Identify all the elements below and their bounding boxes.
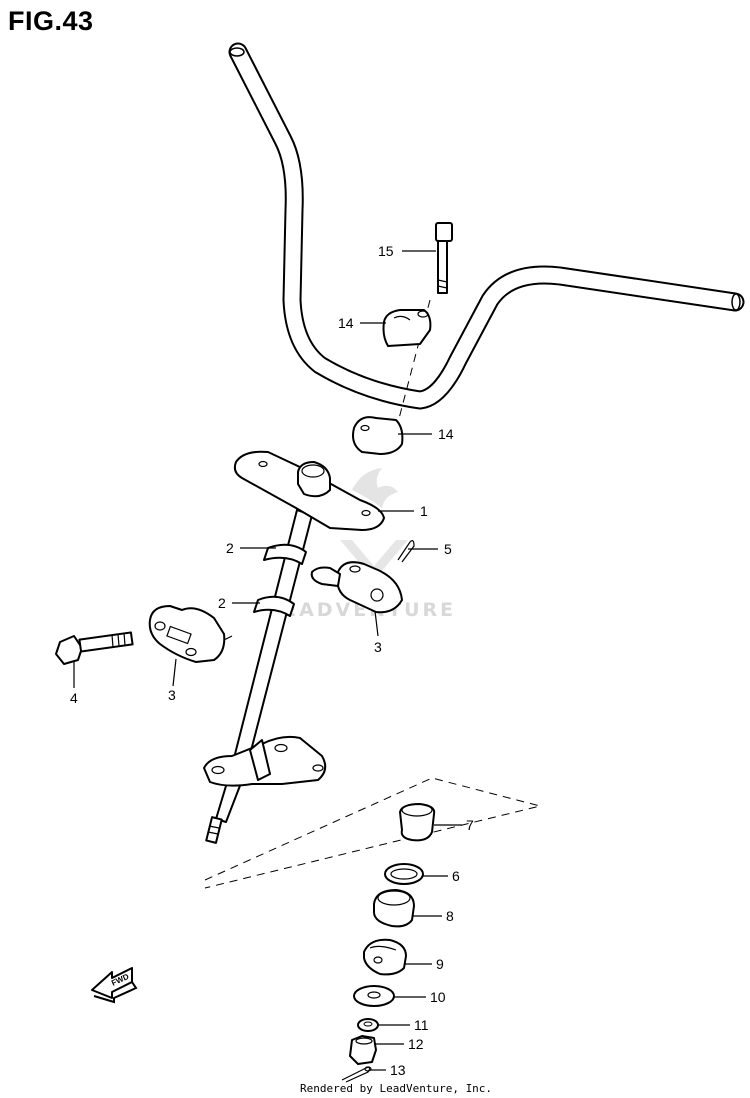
shaft-holder-left: [148, 605, 233, 663]
callout-12: 12: [408, 1036, 424, 1052]
callout-5: 5: [444, 541, 452, 557]
bushing: [399, 803, 436, 842]
handlebar: [228, 42, 745, 410]
callout-11: 11: [414, 1017, 429, 1033]
steering-shaft: [205, 509, 313, 844]
callout-10: 10: [430, 989, 446, 1005]
holder-bolt: [55, 631, 134, 665]
callout-7: 7: [466, 817, 474, 833]
lower-bushing: [373, 889, 415, 928]
lower-seal-ring: [253, 595, 295, 617]
watermark-text: LEADVENTURE: [268, 599, 456, 621]
cotter-pin-lower: [341, 1066, 372, 1083]
callout-6: 6: [452, 868, 460, 884]
cotter-pin: [397, 540, 415, 563]
callout-15: 15: [378, 243, 394, 259]
upper-seal-ring: [263, 543, 307, 565]
callout-14-lower: 14: [438, 426, 454, 442]
callout-3-left: 3: [168, 687, 176, 703]
washer: [353, 985, 395, 1007]
callout-1: 1: [420, 503, 428, 519]
forward-arrow: FWD: [91, 967, 138, 1004]
watermark: LEADVENTURE: [268, 468, 456, 621]
callout-2-upper: 2: [226, 540, 234, 556]
callout-9: 9: [436, 956, 444, 972]
figure-title: FIG.43: [8, 6, 94, 36]
callout-3-right: 3: [374, 639, 382, 655]
credit-text: Rendered by LeadVenture, Inc.: [300, 1082, 493, 1095]
o-ring: [384, 863, 424, 885]
shaft-holder-right: [310, 561, 403, 614]
callout-4: 4: [70, 690, 78, 706]
leader-lines: [73, 250, 462, 1071]
callout-2-lower: 2: [218, 595, 226, 611]
nut: [349, 1035, 377, 1065]
callout-14-upper: 14: [338, 315, 354, 331]
dust-seal: [363, 938, 407, 976]
callout-13: 13: [390, 1062, 406, 1078]
lower-bracket: [203, 735, 327, 787]
handlebar-holder-lower: [352, 416, 404, 455]
handlebar-holder-bolt: [435, 222, 453, 294]
callout-labels: 15 14 14 1 2 2 5 3 3 4 7 6 8 9 10 11 12 …: [70, 243, 474, 1078]
washer-small: [357, 1018, 379, 1032]
handlebar-holder-upper: [382, 309, 432, 347]
upper-bracket: [233, 450, 385, 531]
assembly-line-lower: [204, 777, 541, 889]
callout-8: 8: [446, 908, 454, 924]
